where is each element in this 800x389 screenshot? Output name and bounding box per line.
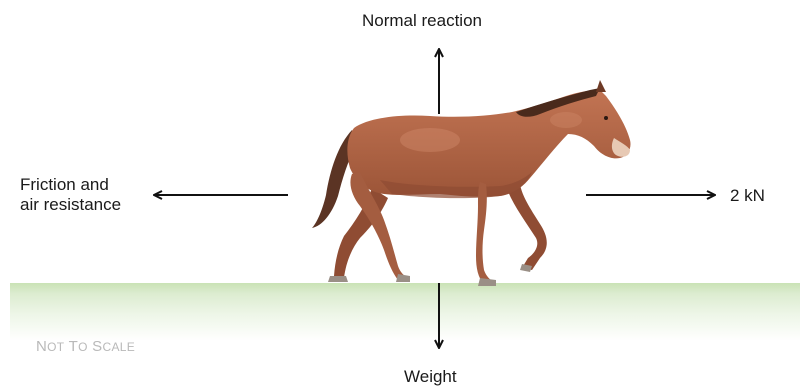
not-to-scale-note: NOT TO SCALE [36, 338, 135, 355]
horse-hoof [478, 278, 496, 286]
weight-label: Weight [404, 367, 457, 387]
horse-body [347, 90, 630, 197]
horse-highlight [550, 112, 582, 128]
scale-note-s: S [88, 338, 103, 355]
scale-note-ot: OT [47, 340, 64, 354]
horse-icon [312, 80, 631, 286]
horse-eye [604, 116, 608, 120]
horse-hoof [328, 276, 348, 282]
scale-note-n: N [36, 338, 47, 355]
friction-label-line1: Friction and [20, 175, 160, 195]
friction-label-line2: air resistance [20, 195, 160, 215]
friction-label: Friction and air resistance [20, 175, 160, 215]
driving-force-label: 2 kN [730, 186, 765, 206]
horse-hoof [396, 274, 410, 282]
scale-note-t: T [64, 338, 78, 355]
scale-note-o: O [78, 340, 88, 354]
scale-note-cale: CALE [103, 340, 136, 354]
horse-ear [596, 80, 606, 92]
normal-reaction-label: Normal reaction [362, 11, 482, 31]
horse-highlight [400, 128, 460, 152]
horse-leg-far-fore [506, 184, 547, 270]
horse-leg-near-fore [476, 182, 494, 284]
